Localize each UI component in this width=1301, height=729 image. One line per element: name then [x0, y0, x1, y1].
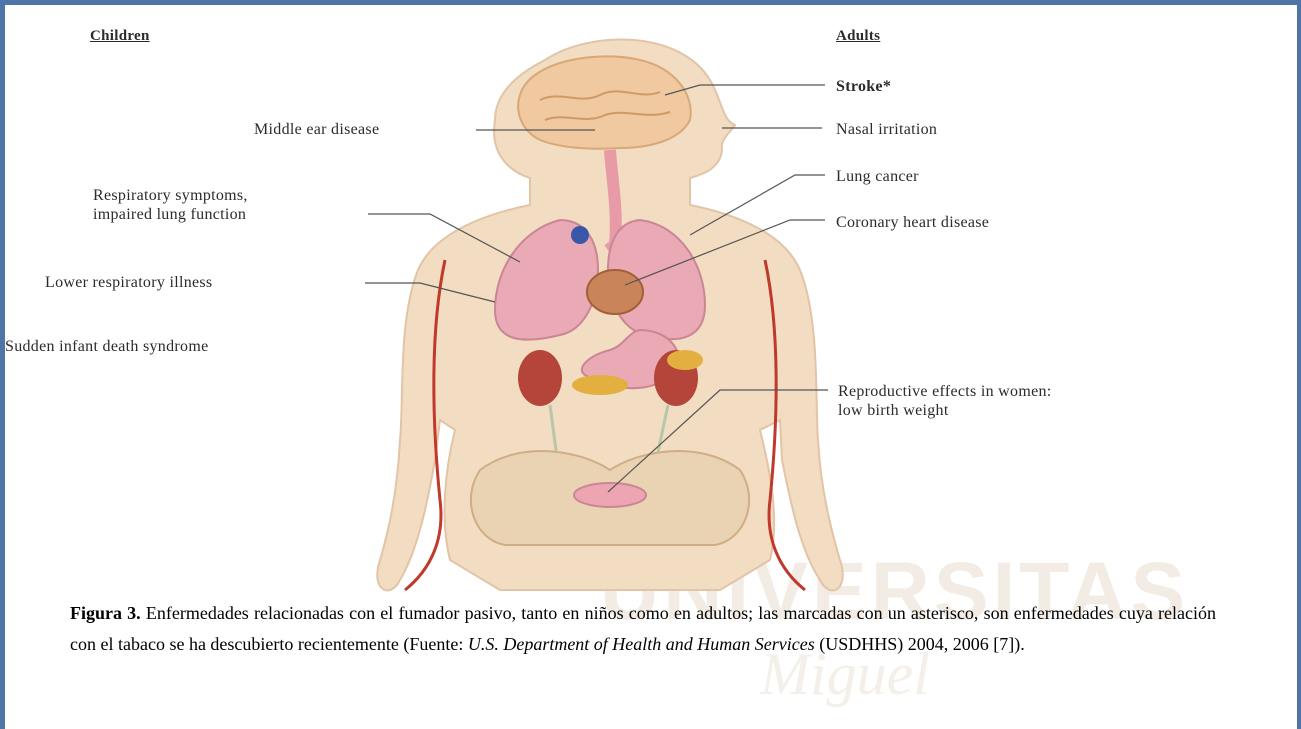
label-nasal-irritation: Nasal irritation [836, 119, 937, 140]
label-sudden-infant-death-syndrome: Sudden infant death syndrome [5, 336, 208, 357]
label-respiratory-symptoms-line2: impaired lung function [93, 204, 246, 225]
liver-accent [667, 350, 703, 370]
caption-figure-label: Figura 3. [70, 603, 141, 623]
label-lung-cancer: Lung cancer [836, 166, 919, 187]
heart [587, 270, 643, 314]
label-stroke: Stroke* [836, 76, 891, 97]
uterus [574, 483, 646, 507]
caption-text-2: (USDHHS) 2004, 2006 [7]). [815, 634, 1025, 654]
label-reproductive-effects-line1: Reproductive effects in women: [838, 381, 1052, 402]
figure-caption: Figura 3. Enfermedades relacionadas con … [70, 598, 1216, 660]
blue-vessel [571, 226, 589, 244]
left-kidney [518, 350, 562, 406]
adults-header: Adults [836, 26, 880, 47]
label-middle-ear-disease: Middle ear disease [254, 119, 379, 140]
label-coronary-heart-disease: Coronary heart disease [836, 212, 989, 233]
children-header: Children [90, 26, 150, 47]
label-reproductive-effects-line2: low birth weight [838, 400, 949, 421]
label-respiratory-symptoms-line1: Respiratory symptoms, [93, 185, 248, 206]
caption-source-italic: U.S. Department of Health and Human Serv… [468, 634, 815, 654]
brain [518, 56, 691, 148]
label-lower-respiratory-illness: Lower respiratory illness [45, 272, 212, 293]
pancreas [572, 375, 628, 395]
